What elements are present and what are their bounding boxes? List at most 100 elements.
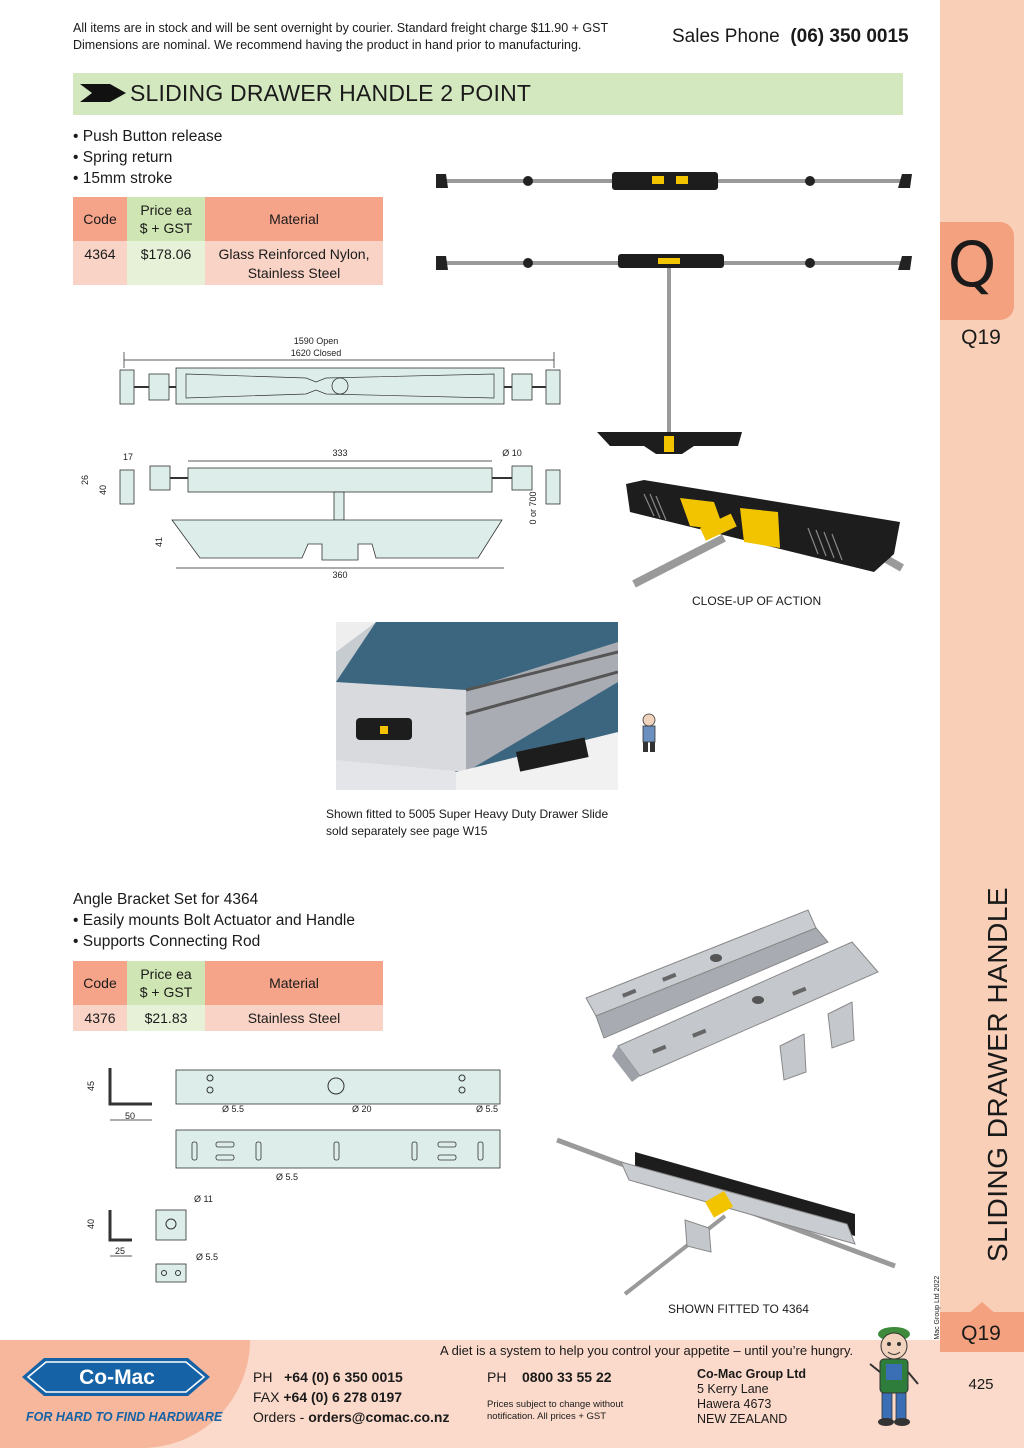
fitted-caption-line1: Shown fitted to 5005 Super Heavy Duty Dr… xyxy=(326,807,609,821)
price-table-4364: Code Price ea $ + GST Material 4364 $178… xyxy=(73,197,383,285)
notice-line-2: Dimensions are nominal. We recommend hav… xyxy=(73,38,582,52)
sales-phone-number[interactable]: (06) 350 0015 xyxy=(790,26,909,47)
col-material: Material xyxy=(205,961,383,1005)
fitted-caption-line2: sold separately see page W15 xyxy=(326,824,488,838)
handle-product-photo xyxy=(436,172,912,454)
table-header-row: Code Price ea $ + GST Material xyxy=(73,197,383,241)
cell-material: Glass Reinforced Nylon, Stainless Steel xyxy=(205,241,383,285)
dim-40-b: 40 xyxy=(86,1219,96,1229)
dim-hole-5.5-b: Ø 5.5 xyxy=(476,1104,498,1114)
table-row[interactable]: 4376 $21.83 Stainless Steel xyxy=(73,1005,383,1031)
col-code: Code xyxy=(73,961,127,1005)
table-row[interactable]: 4364 $178.06 Glass Reinforced Nylon, Sta… xyxy=(73,241,383,285)
col-price: Price ea $ + GST xyxy=(127,197,205,241)
price-note-line1: Prices subject to change without xyxy=(487,1399,624,1410)
bracket-technical-drawing: 45 50 Ø 5.5 Ø 20 Ø 5.5 Ø 5.5 40 25 Ø 11 … xyxy=(86,1068,501,1283)
orders-email[interactable]: orders@comac.co.nz xyxy=(308,1409,450,1425)
feature-item: Supports Connecting Rod xyxy=(73,931,355,952)
orders-label: Orders - xyxy=(253,1409,305,1425)
bracket-section: Angle Bracket Set for 4364 Easily mounts… xyxy=(73,889,355,952)
table-header-row: Code Price ea $ + GST Material xyxy=(73,961,383,1005)
sales-phone: Sales Phone (06) 350 0015 xyxy=(672,26,909,48)
col-code: Code xyxy=(73,197,127,241)
dim-17: 17 xyxy=(123,452,133,462)
footer-orders: Orders - orders@comac.co.nz xyxy=(253,1407,450,1427)
cell-material: Stainless Steel xyxy=(205,1005,383,1031)
address-line: 5 Kerry Lane xyxy=(697,1382,769,1396)
dim-closed: 1620 Closed xyxy=(291,348,342,358)
bracket-heading: Angle Bracket Set for 4364 xyxy=(73,891,259,908)
col-price-line2: $ + GST xyxy=(139,220,193,236)
dim-41: 41 xyxy=(154,537,164,547)
dim-40: 40 xyxy=(98,485,108,495)
bracket-fitted-caption: SHOWN FITTED TO 4364 xyxy=(668,1302,809,1316)
feature-item: Push Button release xyxy=(73,126,223,147)
handle-technical-drawing: 1590 Open 1620 Closed 17 333 Ø 10 26 40 … xyxy=(80,336,561,580)
fitted-caption: Shown fitted to 5005 Super Heavy Duty Dr… xyxy=(326,806,608,840)
section-title-bar xyxy=(73,73,903,115)
cell-code: 4376 xyxy=(73,1005,127,1031)
dim-hole-5.5-d: Ø 5.5 xyxy=(196,1252,218,1262)
dim-50: 50 xyxy=(125,1111,135,1121)
phone-label: PH xyxy=(253,1369,273,1385)
section-tab-bottom xyxy=(940,1312,1024,1352)
page-number: 425 xyxy=(968,1376,994,1393)
cell-price: $21.83 xyxy=(127,1005,205,1031)
side-vertical-title: SLIDING DRAWER HANDLE xyxy=(982,886,1013,1262)
feature-item: Easily mounts Bolt Actuator and Handle xyxy=(73,910,355,931)
feature-item: 15mm stroke xyxy=(73,168,222,189)
cell-code: 4364 xyxy=(73,241,127,285)
price-table-4376: Code Price ea $ + GST Material 4376 $21.… xyxy=(73,961,383,1031)
col-price: Price ea $ + GST xyxy=(127,961,205,1005)
mascot-small-icon xyxy=(642,713,656,752)
fax-value: +64 (0) 6 278 0197 xyxy=(283,1389,403,1405)
dim-hole-20: Ø 20 xyxy=(352,1104,372,1114)
footer-fax: FAX +64 (0) 6 278 0197 xyxy=(253,1387,450,1407)
col-price-line1: Price ea xyxy=(140,202,192,218)
company-name: Co-Mac Group Ltd xyxy=(697,1367,807,1381)
footer-contacts: PH +64 (0) 6 350 0015 FAX +64 (0) 6 278 … xyxy=(253,1367,450,1427)
address-line: NEW ZEALAND xyxy=(697,1412,788,1426)
dim-25: 25 xyxy=(115,1246,125,1256)
header-notice: All items are in stock and will be sent … xyxy=(73,20,643,54)
dim-333: 333 xyxy=(332,448,347,458)
footer-phone: PH +64 (0) 6 350 0015 xyxy=(253,1367,450,1387)
bracket-fitted-photo xyxy=(556,1137,896,1296)
freephone-value[interactable]: 0800 33 55 22 xyxy=(522,1369,612,1385)
price-note: Prices subject to change without notific… xyxy=(487,1399,647,1423)
footer-quote: A diet is a system to help you control y… xyxy=(440,1343,854,1358)
logo-text: Co-Mac xyxy=(79,1366,155,1389)
arrow-icon xyxy=(80,84,126,102)
dim-360: 360 xyxy=(332,570,347,580)
dim-dia-10: Ø 10 xyxy=(502,448,522,458)
section-tab[interactable] xyxy=(940,222,1014,320)
footer-freephone: PH 0800 33 55 22 xyxy=(487,1367,612,1387)
dim-45: 45 xyxy=(86,1081,96,1091)
closeup-photo xyxy=(604,472,904,590)
dim-open: 1590 Open xyxy=(294,336,339,346)
feature-item: Spring return xyxy=(73,147,222,168)
fitted-vehicle-photo xyxy=(336,622,618,790)
feature-list: Push Button release Spring return 15mm s… xyxy=(73,126,223,189)
section-title: SLIDING DRAWER HANDLE 2 POINT xyxy=(130,80,532,106)
price-note-line2: notification. All prices + GST xyxy=(487,1411,607,1422)
dim-hole-11: Ø 11 xyxy=(194,1194,213,1204)
side-code-bottom: Q19 xyxy=(961,1322,1001,1345)
dim-0-or-700: 0 or 700 xyxy=(528,491,538,524)
comac-logo[interactable]: Co-Mac xyxy=(22,1348,212,1406)
cell-price: $178.06 xyxy=(127,241,205,285)
freephone-label: PH xyxy=(487,1369,507,1385)
section-tab-notch xyxy=(968,1302,996,1314)
section-tab-letter: Q xyxy=(947,228,997,301)
phone-value[interactable]: +64 (0) 6 350 0015 xyxy=(284,1369,403,1385)
mascot-icon xyxy=(869,1327,919,1426)
col-material: Material xyxy=(205,197,383,241)
cell-material-line1: Glass Reinforced Nylon, xyxy=(218,246,370,262)
cell-material-line2: Stainless Steel xyxy=(247,265,341,281)
fax-label: FAX xyxy=(253,1389,280,1405)
notice-line-1: All items are in stock and will be sent … xyxy=(73,21,609,35)
sales-phone-label: Sales Phone xyxy=(672,26,780,47)
col-price-line1: Price ea xyxy=(140,966,192,982)
side-code-top: Q19 xyxy=(961,326,1001,349)
dim-hole-5.5-a: Ø 5.5 xyxy=(222,1104,244,1114)
